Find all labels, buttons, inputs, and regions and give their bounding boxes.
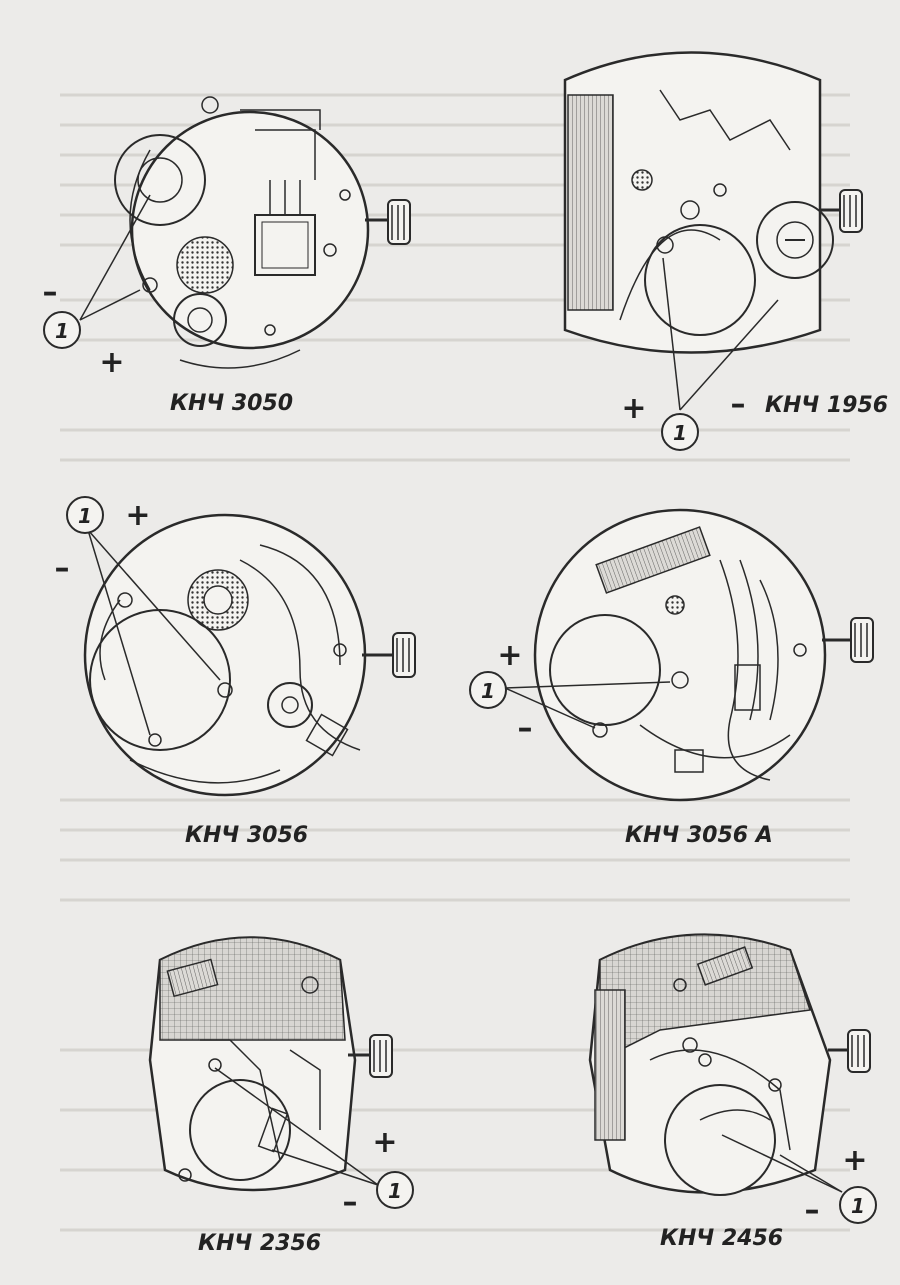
plus-sign: + (842, 1143, 867, 1178)
plus-sign: + (99, 345, 124, 380)
callout-1 (661, 413, 699, 451)
coil-hatched (166, 958, 219, 998)
callout-number: 1 (673, 421, 687, 445)
movement-knch-3056: 1 + – КНЧ 3056 (55, 496, 416, 848)
callout-1 (376, 1171, 414, 1209)
plus-sign: + (125, 498, 150, 533)
battery-compartment (756, 201, 834, 279)
callout-1 (469, 671, 507, 709)
minus-sign: – (55, 551, 70, 586)
callout-number: 1 (851, 1194, 865, 1218)
plus-sign: + (621, 391, 646, 426)
callout-1 (839, 1186, 877, 1224)
movement-knch-2356: 1 + – КНЧ 2356 (148, 936, 414, 1256)
plus-sign: + (372, 1125, 397, 1160)
battery-compartment (89, 609, 231, 751)
movement-label: КНЧ 1956 (765, 393, 888, 418)
callout-number: 1 (388, 1179, 402, 1203)
crown-icon (822, 617, 874, 663)
coil-hatched (567, 94, 614, 311)
callout-number: 1 (78, 504, 92, 528)
circuit-chip (734, 664, 761, 711)
movement-label: КНЧ 3056 (185, 823, 308, 848)
minus-sign: – (43, 275, 58, 310)
minus-sign: – (731, 387, 746, 422)
callout-number: 1 (481, 679, 495, 703)
crown-icon (820, 189, 863, 233)
callout-number: 1 (55, 319, 69, 343)
crown-icon (828, 1029, 871, 1073)
coil-hatched (594, 989, 626, 1141)
crown-icon (365, 199, 411, 245)
callout-1 (43, 311, 81, 349)
movement-knch-3056a: 1 + – КНЧ 3056 А (469, 508, 874, 848)
gear-wheel-icon (631, 169, 653, 191)
crown-icon (348, 1034, 393, 1078)
coil-hatched (595, 526, 711, 594)
movement-knch-1956: 1 + – КНЧ 1956 (563, 51, 888, 451)
grid-plate-upper (599, 934, 811, 1062)
minus-sign: – (518, 711, 533, 746)
movement-label: КНЧ 2456 (660, 1226, 783, 1251)
battery-compartment (664, 1084, 776, 1196)
plus-sign: + (497, 638, 522, 673)
movement-plate (130, 110, 370, 350)
movement-knch-2456: 1 + – КНЧ 2456 (588, 933, 877, 1251)
crown-icon (362, 632, 416, 678)
gear-wheel-icon (176, 236, 234, 294)
minus-sign: – (343, 1185, 358, 1220)
battery-compartment (114, 134, 206, 226)
movement-label: КНЧ 3050 (170, 391, 293, 416)
movement-label: КНЧ 3056 А (625, 823, 773, 848)
callout-1 (66, 496, 104, 534)
movement-knch-3050: 1 – + КНЧ 3050 (43, 96, 411, 416)
movement-label: КНЧ 2356 (198, 1231, 321, 1256)
battery-compartment (189, 1079, 291, 1181)
minus-sign: – (805, 1193, 820, 1228)
gear-wheel-icon (665, 595, 685, 615)
